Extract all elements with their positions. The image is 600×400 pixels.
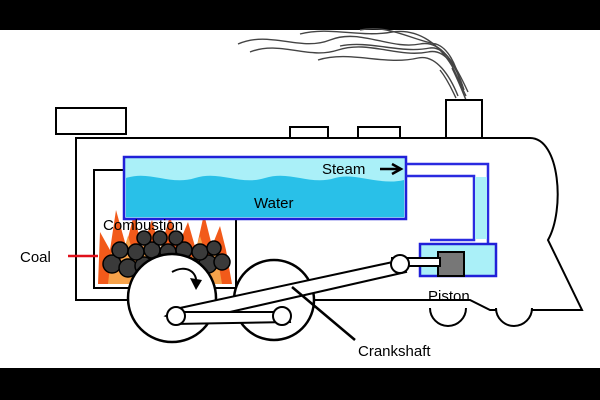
connecting-rods	[163, 254, 441, 326]
steam-label: Steam	[322, 161, 365, 178]
front-wheels	[429, 307, 533, 327]
smokestack	[445, 99, 483, 141]
piston-label: Piston	[428, 288, 470, 305]
smoke-plume	[237, 28, 469, 101]
combustion-label: Combustion	[103, 217, 183, 234]
steam-pipe-fill	[475, 177, 487, 239]
water-label: Water	[254, 195, 293, 212]
piston-block	[437, 251, 465, 277]
coal-label: Coal	[20, 249, 51, 266]
cab-roof	[55, 107, 127, 135]
water-surface	[126, 175, 404, 217]
pointer-lines	[68, 162, 404, 341]
crankshaft-label: Crankshaft	[358, 343, 431, 360]
